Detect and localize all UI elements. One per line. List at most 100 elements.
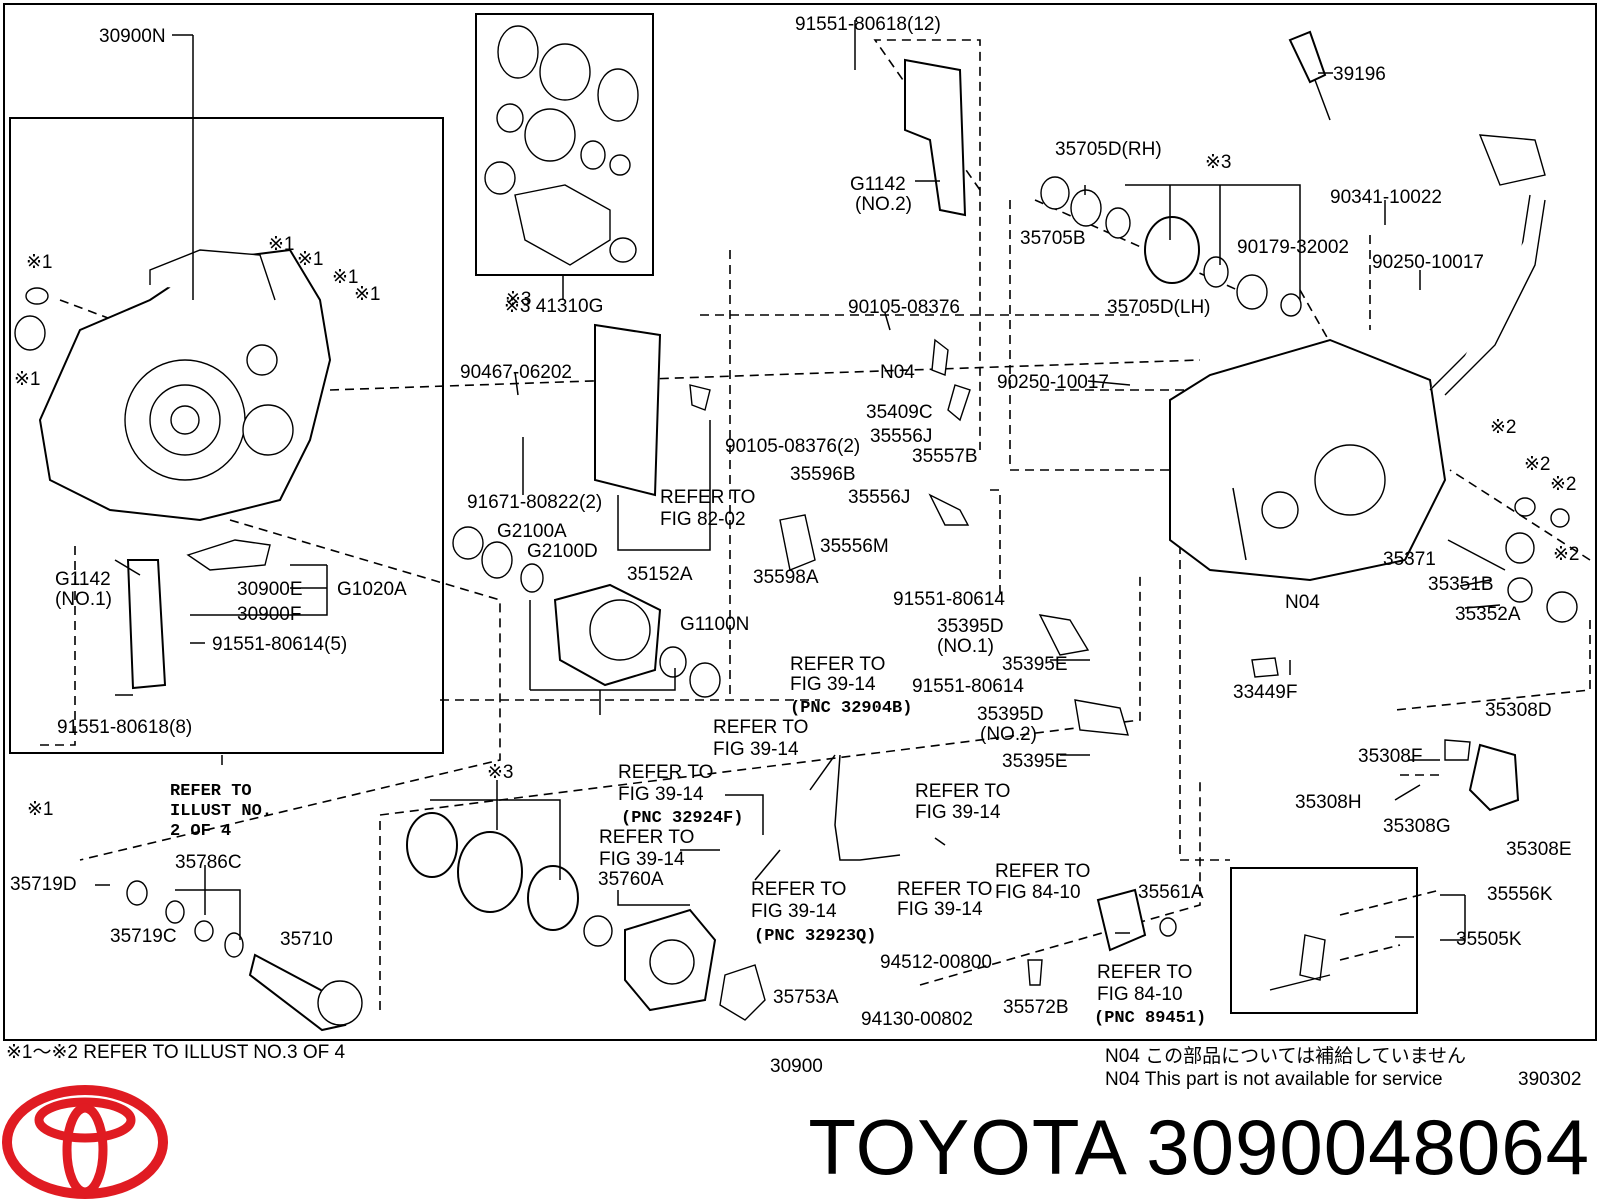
callout-c98: ※1 (268, 234, 295, 255)
callout-c68: FIG 84-10 (995, 882, 1081, 903)
callout-c44: REFER TO (790, 654, 885, 675)
refer-illust-line-3: 2 OF 4 (170, 822, 231, 841)
callout-c43: 35395E (1002, 654, 1068, 675)
callout-c36: 30900F (237, 604, 301, 625)
callout-c42: (NO.1) (937, 636, 994, 657)
callout-c8: G1142 (850, 174, 906, 195)
callout-c95: 35556K (1487, 884, 1553, 905)
callout-c82: ※2 (1524, 454, 1551, 475)
callout-c61: FIG 39-14 (751, 901, 837, 922)
callout-c78: 35786C (175, 852, 242, 873)
right-small-parts (1251, 497, 1578, 678)
callout-c62: (PNC 32923Q) (754, 927, 876, 946)
callout-c104: ※3 (505, 289, 532, 310)
callout-c46: (PNC 32904B) (790, 699, 912, 718)
callout-c13: 35705D(LH) (1107, 297, 1211, 318)
callout-c52: FIG 39-14 (713, 739, 799, 760)
part-number: 3090048064 (1146, 1103, 1590, 1191)
differential-center (452, 526, 721, 698)
callout-c97: ※1 (26, 252, 53, 273)
callout-c14: 90105-08376 (848, 297, 960, 318)
callout-c22: 35596B (790, 464, 856, 485)
callout-c12: 90250-10017 (1372, 252, 1484, 273)
selector-parts (779, 338, 1129, 736)
callout-c103: ※1 (27, 799, 54, 820)
callout-c34: 30900E (237, 579, 303, 600)
callout-c31: 35598A (753, 567, 819, 588)
assembly-label: 30900 (770, 1056, 823, 1077)
diagram-frame (3, 3, 1597, 1041)
sub-box (1230, 867, 1418, 1014)
valve-body-center (594, 323, 711, 497)
bearing-set-upper-right (1040, 176, 1302, 317)
callout-c41: 35395D (937, 616, 1004, 637)
callout-c24: FIG 82-02 (660, 509, 746, 530)
toyota-logo (2, 1085, 168, 1199)
callout-c102: ※1 (14, 369, 41, 390)
callout-c56: (PNC 32924F) (621, 809, 743, 828)
callout-c35: G1020A (337, 579, 407, 600)
callout-c70: REFER TO (1097, 962, 1192, 983)
callout-c19: 35556J (870, 426, 932, 447)
callout-c51: REFER TO (713, 717, 808, 738)
callout-c101: ※1 (354, 284, 381, 305)
callout-c20: 90105-08376(2) (725, 436, 860, 457)
callout-c49: (NO.2) (980, 724, 1037, 745)
kit-parts (484, 25, 639, 266)
callout-c91: 35308F (1358, 746, 1422, 767)
callout-c76: 35753A (773, 987, 839, 1008)
callout-c63: REFER TO (915, 781, 1010, 802)
callout-c10: 35705B (1020, 228, 1086, 249)
note-english: N04 This part is not available for servi… (1105, 1069, 1443, 1090)
kit-box (475, 13, 654, 276)
brand-heading: TOYOTA 3090048064 (730, 1100, 1590, 1195)
callout-c28: 35556M (820, 536, 889, 557)
callout-c74: 94130-00802 (861, 1009, 973, 1030)
callout-c66: FIG 39-14 (897, 899, 983, 920)
callout-c57: REFER TO (599, 827, 694, 848)
callout-c100: ※1 (332, 267, 359, 288)
callout-c69: 35561A (1138, 882, 1204, 903)
g1142-plate-upper (904, 58, 967, 217)
lower-center-bearings (406, 812, 766, 1021)
callout-c15: 90467-06202 (460, 362, 572, 383)
callout-c2: ※3 41310G (504, 296, 603, 317)
callout-c96: 35505K (1456, 929, 1522, 950)
housing-subframe (9, 117, 444, 754)
callout-c93: 35308G (1383, 816, 1451, 837)
callout-c26: 35556J (848, 487, 910, 508)
callout-c6: ※3 (1205, 152, 1232, 173)
callout-c37: 91551-80614(5) (212, 634, 347, 655)
callout-c33: (NO.1) (55, 589, 112, 610)
callout-c11: 90179-32002 (1237, 237, 1349, 258)
note-japanese: N04 この部品については補給していません (1105, 1045, 1466, 1067)
callout-c92: 35308H (1295, 792, 1362, 813)
callout-c58: FIG 39-14 (599, 849, 685, 870)
speed-sensor-39196 (1288, 30, 1331, 121)
callout-c71: FIG 84-10 (1097, 984, 1183, 1005)
callout-c4: 39196 (1333, 64, 1386, 85)
callout-c38: 91551-80618(8) (57, 717, 192, 738)
callout-c73: 94512-00800 (880, 952, 992, 973)
callout-c17: 90250-10017 (997, 372, 1109, 393)
callout-c88: N04 (1285, 592, 1320, 613)
callout-c65: REFER TO (897, 879, 992, 900)
callout-c29: G2100D (527, 541, 598, 562)
callout-c90: 35308D (1485, 700, 1552, 721)
callout-c84: ※2 (1553, 544, 1580, 565)
callout-c5: 35705D(RH) (1055, 139, 1162, 160)
callout-c25: 91671-80822(2) (467, 492, 602, 513)
callout-c55: FIG 39-14 (618, 784, 704, 805)
transaxle-housing-left (14, 248, 332, 522)
callout-c86: 35351B (1428, 574, 1494, 595)
callout-c1: 30900N (99, 26, 166, 47)
valve-body-plate (126, 539, 271, 690)
callout-c48: 35395D (977, 704, 1044, 725)
callout-c16: N04 (880, 362, 915, 383)
callout-c94: 35308E (1506, 839, 1572, 860)
callout-c7: 90341-10022 (1330, 187, 1442, 208)
callout-c59: 35760A (598, 869, 664, 890)
callout-c75: 35572B (1003, 997, 1069, 1018)
callout-c50: 35395E (1002, 751, 1068, 772)
